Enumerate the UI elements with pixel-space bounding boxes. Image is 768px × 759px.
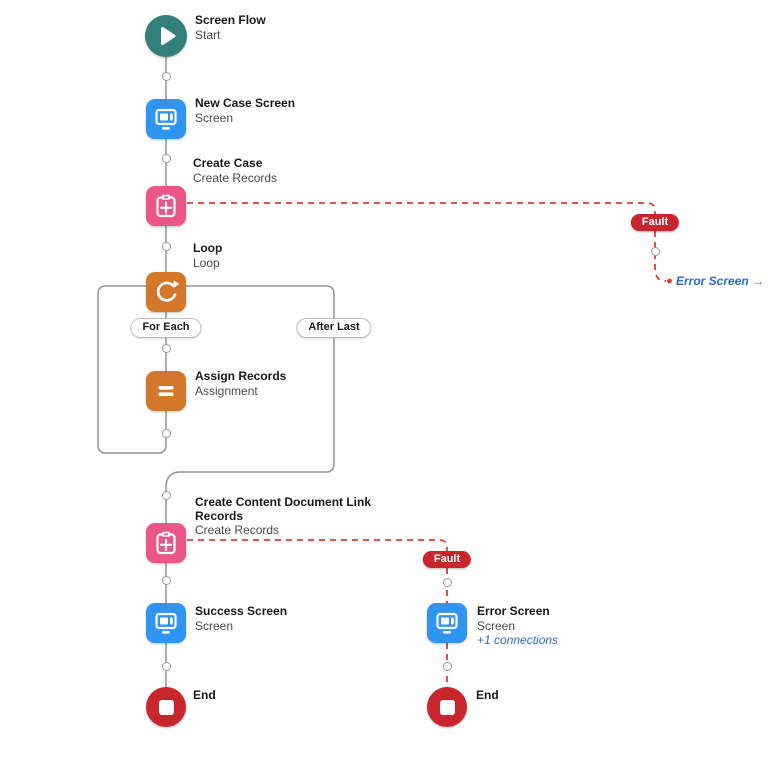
node-title: Success Screen <box>195 604 288 618</box>
node-subtitle: Start <box>195 27 221 42</box>
stop-square-icon <box>439 699 455 715</box>
node-label[interactable]: Loop Loop <box>193 241 223 270</box>
node-title: Create Case <box>193 156 263 170</box>
connections-count[interactable]: +1 connections <box>477 633 559 647</box>
loop-icon[interactable] <box>146 272 186 312</box>
add-element-button[interactable] <box>161 153 171 163</box>
create-records-icon[interactable] <box>146 186 186 226</box>
node-label[interactable]: Error Screen Screen +1 connections <box>477 604 559 648</box>
stop-square-icon <box>158 699 174 715</box>
node-label[interactable]: New Case Screen Screen <box>195 96 296 125</box>
fault-badge: Fault <box>630 214 680 231</box>
play-icon <box>161 27 176 45</box>
node-subtitle: Screen <box>195 110 234 125</box>
add-element-button[interactable] <box>161 343 171 353</box>
node-label[interactable]: Assign Records Assignment <box>195 369 287 398</box>
node-title: New Case Screen <box>195 96 296 110</box>
node-label: End <box>193 688 216 703</box>
node-subtitle: Create Records <box>193 170 278 185</box>
add-element-button[interactable] <box>161 661 171 671</box>
node-subtitle: Screen <box>477 618 516 633</box>
end-icon[interactable] <box>427 687 467 727</box>
after-last-label: After Last <box>296 318 372 338</box>
assignment-icon[interactable] <box>146 371 186 411</box>
add-element-button[interactable] <box>161 428 171 438</box>
screen-icon[interactable] <box>427 603 467 643</box>
screen-icon[interactable] <box>146 603 186 643</box>
node-label: End <box>476 688 499 703</box>
node-title: End <box>476 688 499 702</box>
node-title: Error Screen <box>477 604 550 618</box>
node-subtitle: Screen <box>195 618 234 633</box>
node-label[interactable]: Success Screen Screen <box>195 604 288 633</box>
node-subtitle: Assignment <box>195 383 258 398</box>
node-label[interactable]: Screen Flow Start <box>195 13 266 42</box>
add-element-button[interactable] <box>161 71 171 81</box>
node-title: Loop <box>193 241 223 255</box>
node-title: End <box>193 688 216 702</box>
start-icon[interactable] <box>145 15 187 57</box>
add-element-button[interactable] <box>442 577 452 587</box>
screen-icon[interactable] <box>146 99 186 139</box>
node-title: Assign Records <box>195 369 287 383</box>
add-element-button[interactable] <box>161 490 171 500</box>
node-label[interactable]: Create Case Create Records <box>193 156 278 185</box>
add-element-button[interactable] <box>442 661 452 671</box>
node-label[interactable]: Create Content Document Link Records Cre… <box>195 495 395 538</box>
create-records-icon[interactable] <box>146 523 186 563</box>
add-element-button[interactable] <box>650 246 660 256</box>
goto-error-screen-link[interactable]: Error Screen → <box>676 274 765 288</box>
node-subtitle: Create Records <box>195 523 280 537</box>
node-title: Create Content Document Link Records <box>195 495 372 523</box>
end-icon[interactable] <box>146 687 186 727</box>
for-each-label: For Each <box>130 318 202 338</box>
add-element-button[interactable] <box>161 575 171 585</box>
node-subtitle: Loop <box>193 255 220 270</box>
add-element-button[interactable] <box>161 241 171 251</box>
fault-badge: Fault <box>422 551 472 568</box>
node-title: Screen Flow <box>195 13 266 27</box>
